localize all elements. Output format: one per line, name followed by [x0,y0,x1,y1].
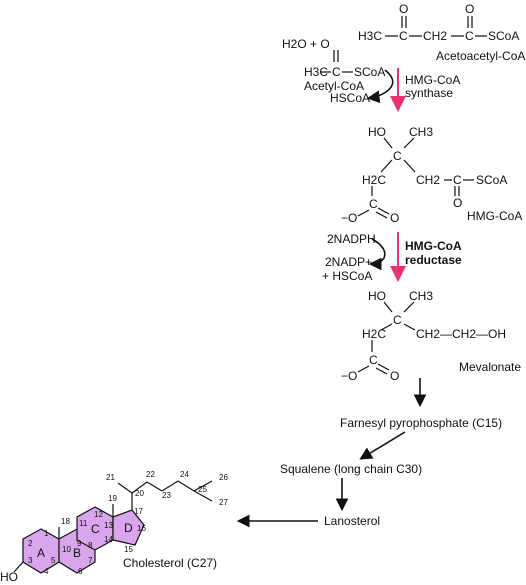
ring-label-c: C [91,522,100,536]
h2o-reactant: H2O + O [282,37,330,51]
hmg-h2c: H2C [362,173,386,187]
farnesyl-label: Farnesyl pyrophosphate (C15) [340,416,502,430]
hmg-right-c: C [453,173,462,187]
hmg-ch3: CH3 [409,125,433,139]
carbon-number-24: 24 [180,470,189,479]
carbon-number-23: 23 [162,491,171,500]
mev-bottom-o: O [390,369,399,383]
hmg-right-o: O [453,196,462,210]
carbon-number-21: 21 [106,473,115,482]
mevalonate-label: Mevalonate [459,360,521,374]
mev-ho: HO [368,289,386,303]
reductase-step: 2NADPH 2NADP+ + HSCoA HMG-CoA reductase [322,232,462,283]
carbon-number-17: 17 [134,507,143,516]
hmg-bottom-o: O [390,211,399,225]
carbon-2: C [465,29,474,43]
hmg-scoa: SCoA [476,173,507,187]
ring-label-d: D [124,521,133,535]
hmg-bottom-c: C [369,197,378,211]
acetyl-coa-label: Acetyl-CoA [304,79,364,93]
carbon-number-2: 2 [28,539,33,548]
carbon-number-22: 22 [146,470,155,479]
acetyl-carbon: C [332,65,341,79]
mev-h2c: H2C [362,327,386,341]
carbon-number-7: 7 [88,556,93,565]
carbon-number-3: 3 [28,556,33,565]
hmg-o-minus: −O [341,211,357,225]
cholesterol-label: Cholesterol (C27) [123,556,217,570]
carbon-number-15: 15 [124,545,133,554]
carbon-number-10: 10 [62,545,71,554]
synthase-label-line2: synthase [405,86,453,100]
carbon-number-27: 27 [219,498,228,507]
carbon-number-25: 25 [198,485,207,494]
hmg-ch2: CH2 [416,173,440,187]
hmg-ho: HO [368,125,386,139]
carbon-number-14: 14 [104,535,113,544]
acetoacetyl-coa-label: Acetoacetyl-CoA [436,49,525,63]
carbon-number-4: 4 [44,567,49,576]
oxygen-2: O [465,2,474,16]
hmg-central-c: C [393,149,402,163]
mev-bottom-c: C [369,353,378,367]
mev-chain: CH2—CH2—OH [416,327,506,341]
carbon-number-9: 9 [77,539,82,548]
carbon-number-13: 13 [104,521,113,530]
scoa-label: SCoA [488,29,519,43]
carbon-number-12: 12 [94,510,103,519]
h3c-label: H3C [358,29,382,43]
carbon-number-18: 18 [61,517,70,526]
carbon-number-16: 16 [137,524,146,533]
carbon-number-6: 6 [78,567,83,576]
squalene-label: Squalene (long chain C30) [280,462,422,476]
mev-o-minus: −O [341,369,357,383]
hscoa-product-2: + HSCoA [322,269,372,283]
hmg-coa-molecule: HO CH3 C H2C CH2 C O SCoA C −O O HMG-CoA [341,125,522,225]
lanosterol-label: Lanosterol [324,514,380,528]
farnesyl-to-squalene-arrow [359,431,406,460]
oxygen-1: O [399,2,408,16]
mev-central-c: C [393,313,402,327]
acetyl-coa-molecule: H2O + O H3C C SCoA Acetyl-CoA HSCoA [282,37,394,105]
ring-d [112,509,145,546]
cholesterol-ho: HO [0,570,18,584]
nadp-product: 2NADP+ [325,255,372,269]
cholesterol-molecule: HO A B C D 1 2 3 4 5 6 7 8 9 10 11 12 13… [0,470,228,584]
nadph-reactant: 2NADPH [327,232,376,246]
hmg-coa-label: HMG-CoA [467,209,522,223]
mev-ch3: CH3 [409,289,433,303]
carbon-number-19: 19 [108,494,117,503]
carbon-1: C [399,29,408,43]
carbon-number-20: 20 [135,489,144,498]
acetyl-scoa: SCoA [354,65,385,79]
acetyl-h3c: H3C [304,65,328,79]
ring-label-a: A [37,546,45,560]
ring-label-b: B [73,546,81,560]
hscoa-product: HSCoA [330,91,370,105]
carbon-number-1: 1 [44,529,49,538]
reductase-label-line1: HMG-CoA [405,239,462,253]
mevalonate-molecule: HO CH3 C H2C CH2—CH2—OH C −O O Mevalonat… [341,289,521,383]
acetoacetyl-coa-molecule: H3C C O CH2 C O SCoA Acetoacetyl-CoA [358,2,525,63]
synthase-label-line1: HMG-CoA [405,73,460,87]
carbon-number-26: 26 [219,473,228,482]
carbon-number-8: 8 [88,541,93,550]
reductase-label-line2: reductase [405,253,462,267]
ch2-label: CH2 [423,29,447,43]
carbon-number-11: 11 [79,519,88,528]
carbon-number-5: 5 [51,556,56,565]
